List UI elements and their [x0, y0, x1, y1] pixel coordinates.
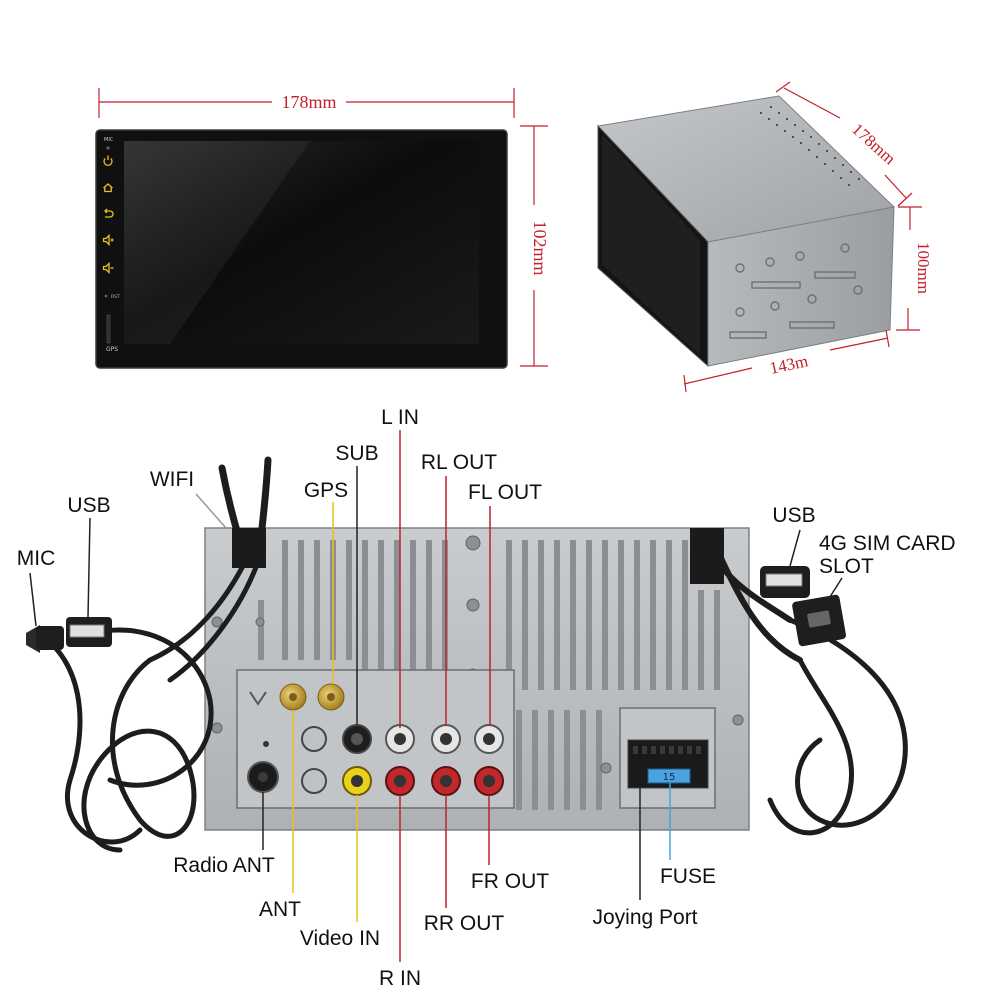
front-height-dimension: 102mm — [520, 125, 550, 367]
label-ant: ANT — [259, 898, 301, 921]
reset-hole[interactable] — [104, 294, 108, 298]
label-fuse: FUSE — [660, 865, 716, 888]
rca-bottom-row — [342, 766, 504, 796]
label-usb-left: USB — [67, 494, 110, 517]
right-grommet — [690, 528, 724, 584]
label-video-in: Video IN — [300, 927, 380, 950]
label-rl-out: RL OUT — [421, 451, 497, 474]
label-l-in: L IN — [381, 406, 419, 429]
antenna-connectors — [249, 683, 345, 747]
gps-slot-label: GPS — [106, 346, 118, 353]
front-width-label: 178mm — [281, 92, 336, 112]
label-rr-out: RR OUT — [424, 912, 505, 935]
label-sub: SUB — [335, 442, 378, 465]
front-view: 178mm 102mm MIC — [95, 88, 550, 369]
side-mounting-holes — [729, 243, 863, 339]
volume-down-icon[interactable] — [102, 261, 114, 275]
video-out-jacks — [301, 726, 327, 794]
front-width-dimension: 178mm — [98, 88, 515, 118]
connector-labels: L IN SUB RL OUT GPS FL OUT WIFI USB MIC … — [17, 406, 956, 990]
mic-connector[interactable] — [36, 626, 64, 650]
label-joying-port: Joying Port — [592, 906, 697, 929]
label-radio-ant: Radio ANT — [173, 854, 275, 877]
label-sim-line1: 4G SIM CARD — [819, 532, 956, 555]
label-gps: GPS — [304, 479, 348, 502]
box-height-label: 100mm — [914, 242, 933, 294]
mic-hole — [106, 146, 110, 150]
heat-sink-fins — [258, 540, 720, 810]
connector-plate — [236, 669, 515, 809]
front-height-label: 102mm — [530, 220, 550, 275]
box-width-label: 178mm — [848, 119, 899, 168]
rear-panel: 15 — [204, 527, 750, 831]
sd-card-slot[interactable] — [106, 314, 111, 344]
fuse-value: 15 — [663, 772, 676, 783]
label-fl-out: FL OUT — [468, 481, 542, 504]
label-wifi: WIFI — [150, 468, 194, 491]
connector-pins — [633, 746, 701, 754]
label-mic: MIC — [17, 547, 56, 570]
fuse — [647, 768, 691, 784]
power-icon[interactable] — [103, 155, 113, 166]
wifi-grommet — [232, 528, 266, 568]
mic-label: MIC — [104, 137, 114, 143]
cable-connectors — [26, 528, 846, 653]
box-height-dimension: 100mm — [896, 206, 933, 331]
home-icon[interactable] — [103, 183, 113, 193]
label-usb-right: USB — [772, 504, 815, 527]
label-sim-line2: SLOT — [819, 555, 874, 578]
top-vents — [760, 106, 860, 186]
volume-up-icon[interactable] — [102, 233, 114, 247]
reset-label: RST — [111, 294, 120, 300]
chassis-box-view: 178mm 100mm 143m — [596, 81, 933, 393]
side-buttons — [102, 155, 114, 275]
leader-lines — [29, 430, 843, 962]
label-r-in: R IN — [379, 967, 421, 990]
label-fr-out: FR OUT — [471, 870, 549, 893]
touch-screen[interactable] — [124, 141, 479, 344]
back-icon[interactable] — [104, 208, 114, 218]
box-depth-label: 143m — [768, 351, 810, 378]
